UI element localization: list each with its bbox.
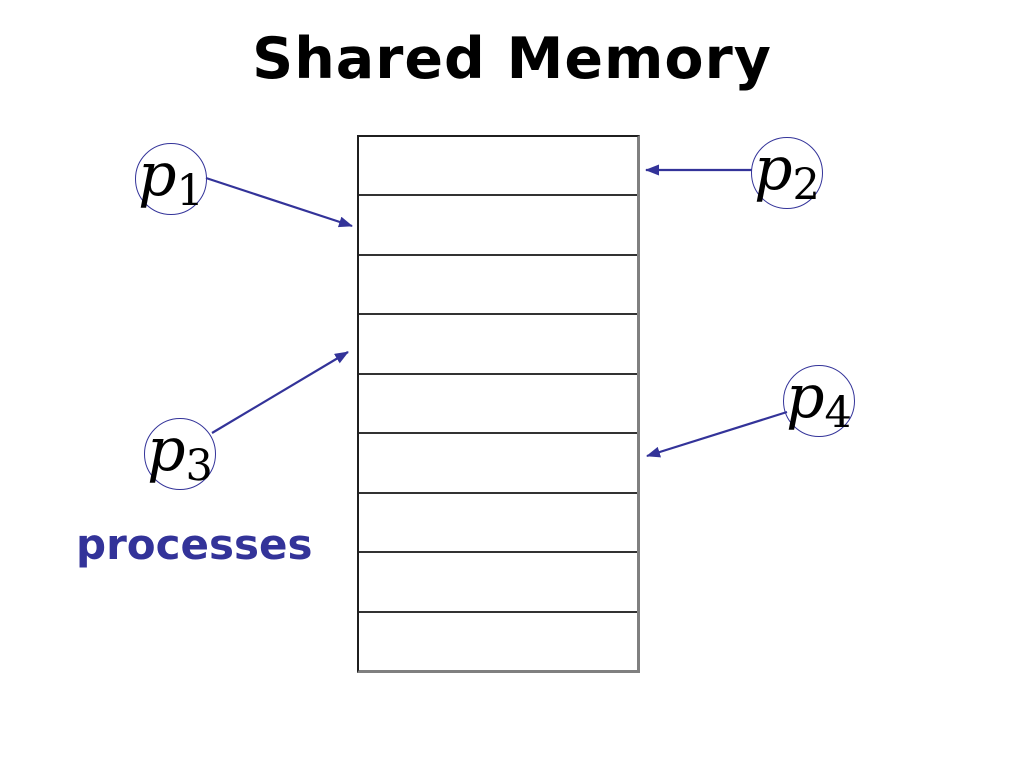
memory-cell-row-9 (359, 613, 637, 670)
memory-cell-row-4 (359, 315, 637, 375)
process-p2-subscript: 2 (792, 159, 820, 210)
slide-title: Shared Memory (252, 26, 772, 92)
memory-cell-row-7 (359, 494, 637, 554)
process-p1-subscript: 1 (176, 165, 204, 216)
process-p3-label: p (147, 415, 186, 485)
memory-cell-row-1 (359, 137, 637, 197)
memory-cell-row-2 (359, 196, 637, 256)
process-p2-label: p (754, 134, 793, 204)
arrow-p3-to-memory (211, 351, 349, 434)
memory-cell-row-3 (359, 256, 637, 316)
memory-cell-row-8 (359, 553, 637, 613)
process-p4-subscript: 4 (824, 387, 852, 438)
arrow-p4-to-memory (646, 410, 788, 458)
memory-cell-row-5 (359, 375, 637, 435)
arrow-p1-to-memory (205, 176, 353, 228)
memory-table (357, 135, 640, 673)
process-p3-subscript: 3 (185, 440, 213, 491)
process-p1-label: p (138, 140, 177, 210)
processes-caption: processes (76, 520, 313, 569)
process-p4-label: p (786, 362, 825, 432)
memory-cell-row-6 (359, 434, 637, 494)
